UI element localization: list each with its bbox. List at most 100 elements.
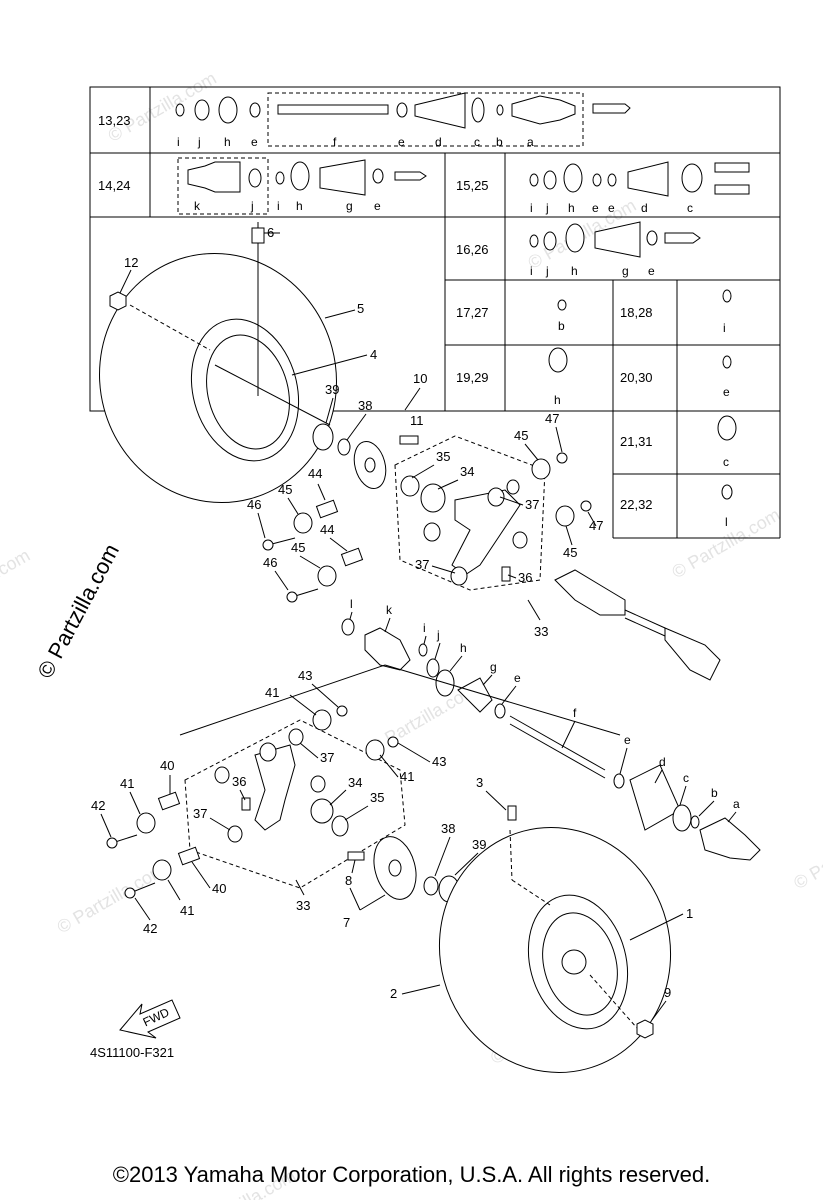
callout-label: 34 — [460, 464, 474, 479]
callout-label: 35 — [436, 449, 450, 464]
row-label: 14,24 — [98, 178, 131, 193]
callout-label: 37 — [525, 497, 539, 512]
part-letter: b — [558, 319, 565, 333]
callout-label: 41 — [400, 769, 414, 784]
callout-label: 43 — [432, 754, 446, 769]
callout-label: 43 — [298, 668, 312, 683]
callout-label: 38 — [441, 821, 455, 836]
callout-label: 40 — [160, 758, 174, 773]
callout-label: 3 — [476, 775, 483, 790]
lower-wheel — [347, 805, 672, 1073]
row-15-parts: i j h e e d c — [529, 161, 750, 215]
part-letter: e — [374, 199, 381, 213]
kit-table: 13,23 14,24 15,25 16,26 17,27 18,28 19,2… — [89, 86, 781, 539]
watermark-text: © Partzilla.com — [790, 815, 823, 893]
callout-label: 12 — [124, 255, 138, 270]
part-letter: i — [277, 199, 280, 213]
shaft-letter: b — [711, 786, 718, 800]
upper-wheel — [99, 222, 337, 504]
callouts: 6 12 5 4 10 39 38 11 47 45 35 34 44 45 4… — [91, 225, 740, 1021]
part-letter: h — [571, 264, 578, 278]
callout-label: 41 — [180, 903, 194, 918]
part-letter: a — [527, 135, 534, 149]
callout-label: 44 — [308, 466, 322, 481]
callout-label: 38 — [358, 398, 372, 413]
part-letter: h — [296, 199, 303, 213]
callout-label: 35 — [370, 790, 384, 805]
row-label: 19,29 — [456, 370, 489, 385]
shaft-letter: h — [460, 641, 467, 655]
callout-label: 36 — [518, 570, 532, 585]
shaft-letter: l — [350, 597, 353, 611]
callout-label: 40 — [212, 881, 226, 896]
row-label: 17,27 — [456, 305, 489, 320]
part-letter: f — [333, 135, 337, 149]
callout-label: 41 — [120, 776, 134, 791]
row-14-parts: k j i h g e — [177, 157, 427, 215]
row-label: 13,23 — [98, 113, 131, 128]
callout-label: 45 — [563, 545, 577, 560]
row-13-parts: i j h e f e d c b a — [175, 92, 631, 149]
callout-label: 45 — [278, 482, 292, 497]
part-letter: j — [250, 199, 254, 213]
callout-label: 42 — [143, 921, 157, 936]
callout-label: 45 — [514, 428, 528, 443]
row-label: 20,30 — [620, 370, 653, 385]
row-label: 16,26 — [456, 242, 489, 257]
part-letter: k — [194, 199, 201, 213]
callout-label: 10 — [413, 371, 427, 386]
part-letter: l — [725, 515, 728, 529]
shaft-letter: j — [436, 628, 440, 642]
callout-label: 47 — [545, 411, 559, 426]
callout-label: 7 — [343, 915, 350, 930]
part-letter: e — [608, 201, 615, 215]
callout-label: 36 — [232, 774, 246, 789]
part-letter: e — [648, 264, 655, 278]
row-label: 21,31 — [620, 434, 653, 449]
single-part-cells: b i h e c l — [548, 289, 737, 529]
callout-label: 45 — [291, 540, 305, 555]
callout-label: 33 — [534, 624, 548, 639]
part-letter: h — [554, 393, 561, 407]
callout-label: 1 — [686, 906, 693, 921]
copyright-notice: ©2013 Yamaha Motor Corporation, U.S.A. A… — [112, 1162, 711, 1187]
row-label: 22,32 — [620, 497, 653, 512]
shaft-letter: d — [659, 755, 666, 769]
part-letter: d — [435, 135, 442, 149]
part-letter: h — [568, 201, 575, 215]
callout-label: 46 — [263, 555, 277, 570]
callout-label: 41 — [265, 685, 279, 700]
part-letter: j — [545, 264, 549, 278]
shaft-letter: f — [573, 706, 577, 720]
shaft-letter: g — [490, 660, 497, 674]
shaft-letter: i — [423, 621, 426, 635]
callout-label: 46 — [247, 497, 261, 512]
callout-label: 33 — [296, 898, 310, 913]
row-label: 15,25 — [456, 178, 489, 193]
part-letter: e — [723, 385, 730, 399]
callout-label: 37 — [415, 557, 429, 572]
callout-label: 39 — [472, 837, 486, 852]
upper-drive-shaft — [341, 569, 761, 861]
part-letter: b — [496, 135, 503, 149]
callout-label: 5 — [357, 301, 364, 316]
callout-label: 42 — [91, 798, 105, 813]
part-letter: e — [592, 201, 599, 215]
shaft-letter: a — [733, 797, 740, 811]
partzilla-watermark: © Partzilla.com — [32, 540, 124, 683]
part-letter: h — [224, 135, 231, 149]
callout-label: 39 — [325, 382, 339, 397]
shaft-letter: c — [683, 771, 689, 785]
watermark-text: © Partzilla.com — [0, 545, 33, 623]
callout-label: 37 — [320, 750, 334, 765]
callout-label: 9 — [664, 985, 671, 1000]
part-letter: g — [346, 199, 353, 213]
part-letter: e — [398, 135, 405, 149]
callout-label: 11 — [410, 413, 424, 428]
part-letter: i — [530, 264, 533, 278]
shaft-letter: e — [514, 671, 521, 685]
callout-label: 37 — [193, 806, 207, 821]
part-letter: g — [622, 264, 629, 278]
callout-label: 34 — [348, 775, 362, 790]
